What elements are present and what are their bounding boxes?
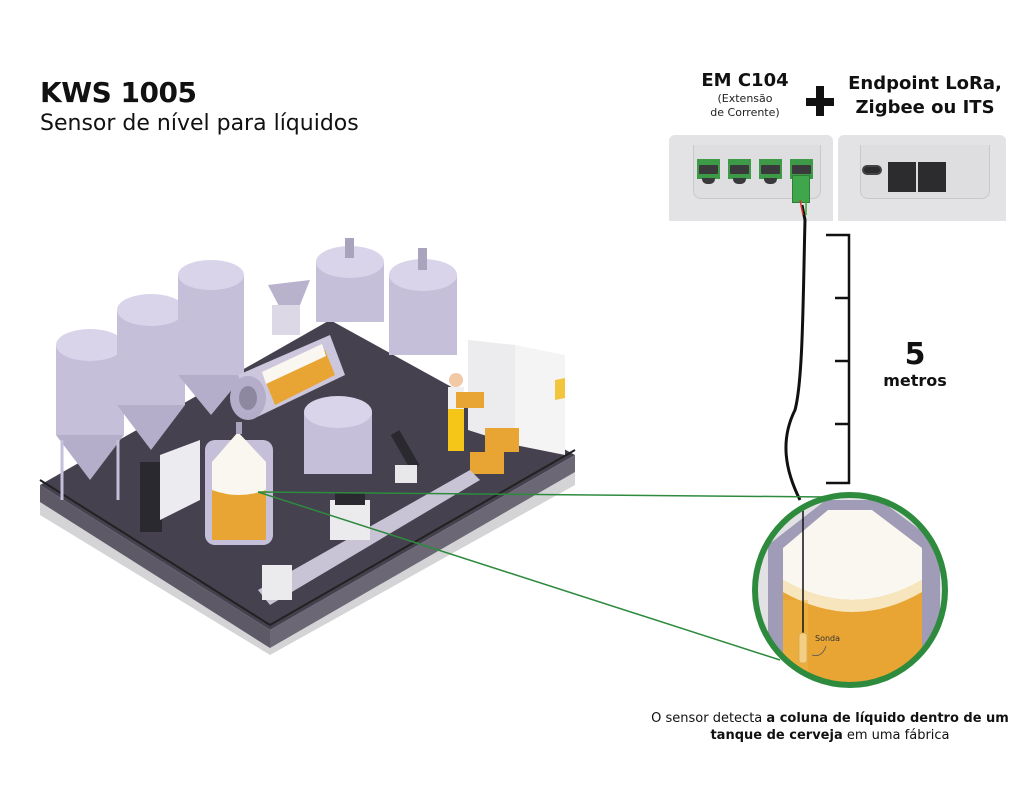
conveyor-belt (258, 470, 480, 605)
platform-front-right (270, 455, 575, 648)
probe-label: Sonda (815, 634, 841, 643)
cable-length-label: 5 metros (870, 338, 960, 390)
length-scale-bracket (826, 233, 851, 485)
platform-floor (40, 320, 575, 630)
endpoint-line-2: Zigbee ou ITS (855, 97, 995, 118)
control-cabinet (468, 340, 565, 455)
product-description: Sensor de nível para líquidos (40, 111, 359, 136)
fermentation-tank-1 (56, 329, 124, 500)
small-tank (304, 396, 372, 474)
fermentation-tank-3 (178, 260, 244, 415)
caption-bold: a coluna de líquido dentro de um tanque … (710, 711, 1009, 743)
plate-heat-exchanger (140, 440, 200, 532)
extension-desc-2: de Corrente) (710, 106, 780, 119)
caption: O sensor detecta a coluna de líquido den… (650, 710, 1010, 744)
hopper (268, 280, 310, 335)
railing (39, 449, 576, 627)
cable-wire-red (799, 199, 804, 216)
cable-length-value: 5 (904, 337, 926, 372)
robot-arm (390, 430, 420, 483)
usb-port-icon (862, 165, 882, 175)
extension-label: EM C104 (Extensão de Corrente) (690, 70, 800, 120)
product-code: KWS 1005 (40, 76, 197, 109)
extension-desc-1: (Extensão (717, 92, 773, 105)
endpoint-label: Endpoint LoRa, Zigbee ou ITS (840, 72, 1010, 120)
endpoint-line-1: Endpoint LoRa, (848, 73, 1002, 94)
caption-part-2: em uma fábrica (842, 728, 950, 743)
mash-tun (389, 248, 457, 355)
fermentation-tank-2 (117, 294, 185, 450)
terminal-block-3 (759, 159, 782, 184)
horizontal-filter-tank (230, 335, 345, 420)
probe-arrow-icon (811, 645, 827, 656)
terminal-block-2 (728, 159, 751, 184)
beer-crates (470, 428, 519, 474)
extension-module (669, 135, 833, 221)
sensor-cable (784, 204, 807, 501)
boil-kettle (316, 238, 384, 322)
pointer-line-top (257, 491, 828, 498)
cable-length-unit: metros (883, 371, 947, 390)
pointer-line-bottom (257, 491, 781, 661)
plus-icon (804, 84, 836, 120)
terminal-block-4 (790, 159, 813, 179)
endpoint-module (838, 135, 1006, 221)
terminal-block-1 (697, 159, 720, 184)
magnifier-ring (752, 492, 948, 688)
probe-icon (798, 632, 808, 664)
rj45-port-icon (918, 162, 946, 192)
caption-part-1: O sensor detecta (651, 711, 767, 726)
beer-tank-highlighted (205, 422, 273, 545)
title-block: KWS 1005 Sensor de nível para líquidos (40, 76, 359, 138)
platform-front-left (40, 485, 270, 648)
extension-name: EM C104 (701, 70, 789, 91)
worker (448, 373, 484, 451)
magnifier-detail (755, 495, 945, 685)
rj45-port-icon (888, 162, 916, 192)
brewery-illustration (39, 238, 576, 655)
